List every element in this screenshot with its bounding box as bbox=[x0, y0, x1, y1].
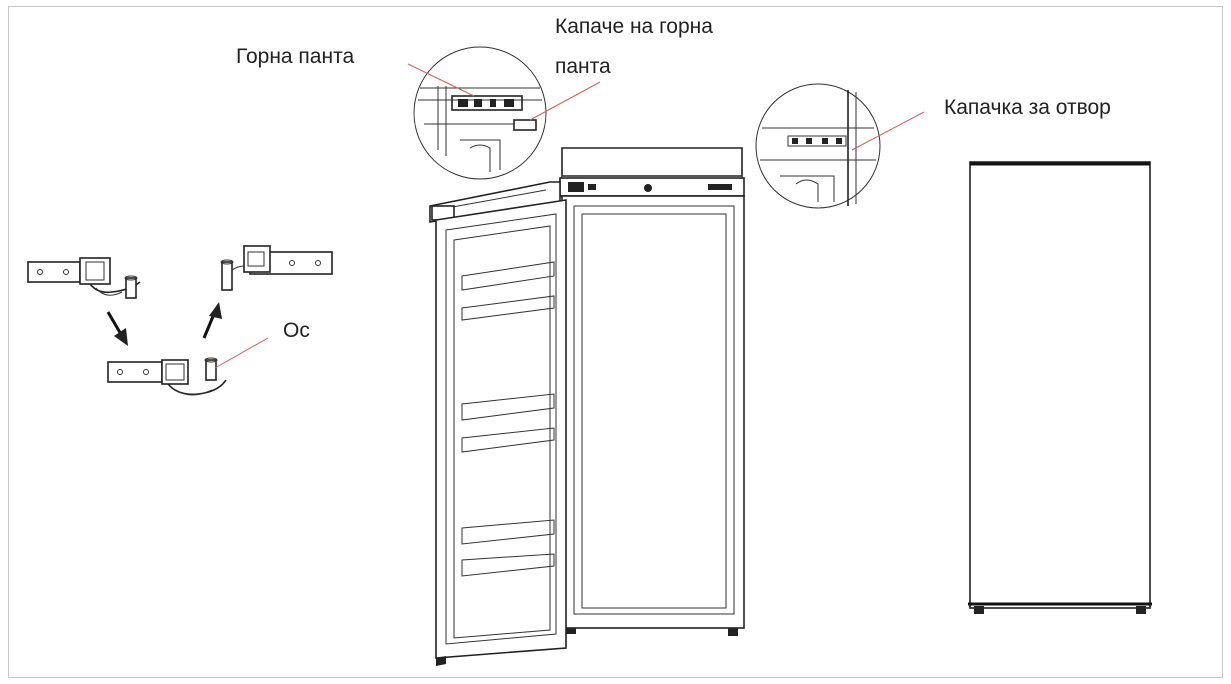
top-hinge-leader-line bbox=[407, 63, 475, 97]
freezer-closed bbox=[968, 161, 1152, 614]
arrow-down-icon bbox=[106, 311, 128, 346]
upper-hinge-right-part bbox=[220, 245, 333, 291]
axis-label: Ос bbox=[283, 319, 310, 342]
hole-cap-label: Капачка за отвор bbox=[944, 96, 1111, 119]
assembled-hinge-part bbox=[107, 357, 227, 396]
hinge-cap-leader-line bbox=[529, 81, 601, 121]
top-hinge-label: Горна панта bbox=[236, 45, 355, 68]
top-hinge-cap-label-line2: панта bbox=[555, 55, 611, 78]
axis-leader-line bbox=[214, 337, 269, 369]
arrow-up-icon bbox=[202, 302, 222, 339]
freezer-open-door bbox=[429, 147, 745, 666]
top-hinge-cap-label-line1: Капаче на горна bbox=[555, 15, 713, 38]
hole-cap-detail-circle bbox=[755, 83, 881, 209]
top-hinge-detail-circle bbox=[413, 46, 547, 180]
lower-hinge-left-part bbox=[27, 257, 141, 299]
hole-cap-leader-line bbox=[851, 111, 925, 151]
